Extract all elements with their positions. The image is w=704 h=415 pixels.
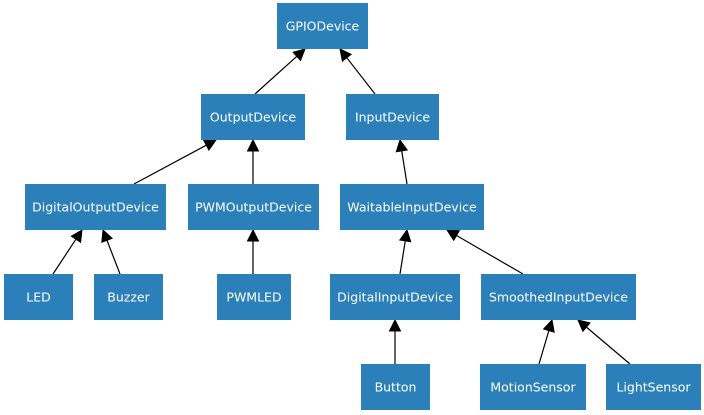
edge-outputdevice-to-gpiodevice (254, 48, 306, 95)
node-label: PWMOutputDevice (195, 200, 312, 215)
node-box (4, 274, 73, 320)
edges-layer (52, 48, 631, 365)
node-label: DigitalOutputDevice (32, 200, 159, 215)
node-label: OutputDevice (210, 110, 296, 125)
node-pwmoutputdevice: PWMOutputDevice (188, 184, 319, 230)
node-box (188, 184, 319, 230)
node-label: Button (375, 380, 417, 395)
node-inputdevice: InputDevice (346, 94, 439, 140)
edge-pwmled-to-pwmoutputdevice (246, 228, 260, 274)
edge-motionsensor-to-smoothedinputdevice (538, 318, 555, 365)
node-box (361, 364, 430, 410)
arrowhead (388, 318, 402, 332)
node-box (346, 94, 439, 140)
node-box (330, 274, 460, 320)
node-label: Buzzer (107, 290, 150, 305)
edge-button-to-digitalinputdevice (388, 318, 402, 364)
arrowhead (246, 138, 260, 152)
arrowhead (542, 318, 555, 333)
arrowhead (577, 319, 591, 333)
node-digitalinputdevice: DigitalInputDevice (330, 274, 460, 320)
node-buzzer: Buzzer (94, 274, 163, 320)
edge-inputdevice-to-gpiodevice (339, 48, 376, 95)
node-led: LED (4, 274, 73, 320)
node-label: LightSensor (616, 380, 691, 395)
node-box (25, 184, 166, 230)
edge-pwmoutputdevice-to-outputdevice (246, 138, 260, 184)
edge-line (456, 234, 524, 275)
node-outputdevice: OutputDevice (201, 94, 305, 140)
arrowhead (70, 229, 83, 244)
node-box (201, 94, 305, 140)
arrowhead (246, 228, 260, 242)
edge-line (399, 240, 406, 275)
edge-line (254, 55, 298, 95)
edge-lightsensor-to-smoothedinputdevice (577, 319, 631, 365)
node-gpiodevice: GPIODevice (277, 3, 368, 49)
node-button: Button (361, 364, 430, 410)
arrowhead (292, 48, 306, 62)
arrowhead (101, 228, 114, 244)
node-pwmled: PWMLED (217, 274, 291, 320)
arrowhead (398, 228, 412, 243)
arrowhead (202, 139, 217, 151)
edge-buzzer-to-digitaloutputdevice (101, 228, 121, 275)
edge-line (133, 144, 207, 185)
node-box (480, 364, 586, 410)
node-label: DigitalInputDevice (337, 290, 453, 305)
node-box (277, 3, 368, 49)
edge-line (52, 238, 77, 275)
node-lightsensor: LightSensor (606, 364, 701, 410)
edge-line (106, 240, 121, 275)
node-label: MotionSensor (490, 380, 576, 395)
node-label: SmoothedInputDevice (489, 290, 628, 305)
node-label: LED (26, 290, 51, 305)
node-smoothedinputdevice: SmoothedInputDevice (481, 274, 636, 320)
edge-line (586, 326, 631, 365)
node-label: GPIODevice (286, 19, 360, 34)
node-box (217, 274, 291, 320)
edge-line (538, 330, 550, 365)
edge-digitaloutputdevice-to-outputdevice (133, 139, 217, 185)
node-box (606, 364, 701, 410)
node-box (481, 274, 636, 320)
edge-line (346, 57, 376, 95)
edge-smoothedinputdevice-to-waitableinputdevice (446, 229, 524, 275)
edge-led-to-digitaloutputdevice (52, 229, 83, 275)
node-label: InputDevice (355, 110, 430, 125)
node-label: PWMLED (226, 290, 281, 305)
node-box (94, 274, 163, 320)
node-motionsensor: MotionSensor (480, 364, 586, 410)
edge-line (401, 150, 408, 185)
arrowhead (395, 138, 409, 153)
edge-digitalinputdevice-to-waitableinputdevice (398, 228, 412, 275)
arrowhead (446, 229, 461, 242)
node-digitaloutputdevice: DigitalOutputDevice (25, 184, 166, 230)
node-label: WaitableInputDevice (347, 200, 477, 215)
node-box (340, 184, 484, 230)
arrowhead (339, 48, 353, 62)
node-waitableinputdevice: WaitableInputDevice (340, 184, 484, 230)
edge-waitableinputdevice-to-inputdevice (395, 138, 409, 185)
